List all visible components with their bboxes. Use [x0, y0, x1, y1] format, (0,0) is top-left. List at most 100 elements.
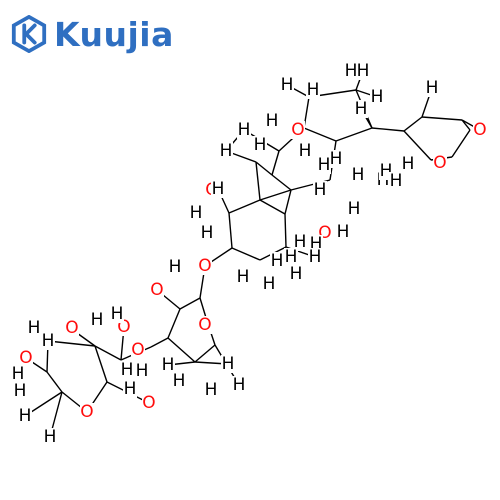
- atom-label-background: [293, 233, 307, 251]
- atom-label-background: [473, 121, 487, 139]
- hydrogen-atom-label: H: [348, 199, 361, 219]
- bond-line: [255, 161, 273, 176]
- atom-label-background: [354, 100, 368, 118]
- oxygen-atom-label: O: [80, 402, 93, 422]
- bond-line: [335, 127, 373, 142]
- atom-label-background: [298, 142, 312, 160]
- hydrogen-atom-label: H: [355, 99, 368, 119]
- bond-line: [284, 189, 292, 215]
- atom-label-background: [172, 372, 186, 390]
- bond-line: [94, 345, 122, 361]
- atom-label-background: [280, 76, 294, 94]
- bond-line: [271, 174, 292, 191]
- atom-label-background: [135, 362, 149, 380]
- atom-label-background: [150, 281, 164, 299]
- atom-label-background: [347, 200, 361, 218]
- atom-label-background: [317, 156, 331, 174]
- atom-label-background: [13, 382, 27, 400]
- bond-line: [150, 337, 169, 348]
- bond-line: [421, 116, 463, 121]
- atom-label-background: [204, 381, 218, 399]
- atom-label-background: [168, 258, 182, 276]
- atom-label-background: [219, 142, 233, 160]
- bond-line: [167, 337, 196, 363]
- bond-line: [228, 212, 233, 249]
- hydrogen-atom-label: H: [212, 179, 225, 199]
- hydrogen-atom-label: H: [281, 75, 294, 95]
- hydrogen-atom-label: H: [222, 354, 235, 374]
- hydrogen-atom-label: H: [285, 247, 298, 267]
- hydrogen-atom-label: H: [233, 375, 246, 395]
- atom-label-background: [370, 88, 384, 106]
- bond-line: [461, 119, 471, 131]
- atom-label-background: [351, 166, 365, 184]
- atom-label-background: [291, 121, 305, 139]
- hydrogen-atom-label: H: [121, 360, 134, 380]
- bond-line: [259, 189, 292, 201]
- hydrogen-atom-label: H: [44, 427, 57, 447]
- hydrogen-atom-label: H: [19, 406, 32, 426]
- atom-label-background: [11, 365, 25, 383]
- atom-label-background: [65, 319, 79, 337]
- brand-logo[interactable]: Kuujia: [10, 12, 174, 56]
- bond-line: [94, 345, 108, 383]
- oxygen-atom-label: O: [142, 393, 155, 413]
- oxygen-atom-label: O: [198, 256, 211, 276]
- hydrogen-atom-label: H: [318, 155, 331, 175]
- atom-label-background: [237, 121, 251, 139]
- atom-label-background: [232, 376, 246, 394]
- hydrogen-atom-label: H: [371, 87, 384, 107]
- atom-label-background: [253, 136, 267, 154]
- bond-line: [179, 297, 201, 310]
- atom-label-background: [344, 62, 358, 80]
- hydrogen-atom-label: H: [173, 371, 186, 391]
- atom-label-background: [284, 248, 298, 266]
- atom-labels: HHHHHHHOOOOOOOOOOOOOOHHHHHHHHHHHHHHHHHHH…: [11, 61, 487, 447]
- atom-label-background: [110, 305, 124, 323]
- bond-line: [228, 199, 261, 214]
- brand-name: Kuujia: [54, 14, 174, 54]
- hydrogen-atom-label: H: [426, 78, 439, 98]
- atom-label-background: [80, 403, 94, 421]
- hydrogen-atom-label: H: [307, 80, 320, 100]
- atom-label-background: [262, 275, 276, 293]
- hydrogen-atom-label: H: [111, 304, 124, 324]
- atom-label-background: [308, 248, 322, 266]
- atom-label-background: [27, 319, 41, 337]
- atom-label-background: [289, 265, 303, 283]
- atom-label-background: [221, 355, 235, 373]
- hydrogen-atom-label: H: [294, 232, 307, 252]
- atom-label-background: [336, 223, 350, 241]
- hydrogen-atom-label: H: [201, 223, 214, 243]
- atom-label-background: [265, 112, 279, 130]
- atom-label-background: [123, 380, 137, 398]
- hydrogen-atom-label: H: [237, 267, 250, 287]
- atom-label-background: [198, 257, 212, 275]
- oxygen-atom-label: O: [131, 340, 144, 360]
- bond-line: [231, 247, 261, 261]
- hydrogen-atom-label: H: [263, 274, 276, 294]
- atom-label-background: [401, 155, 415, 173]
- atom-label-background: [270, 252, 284, 270]
- hydrogen-atom-label: H: [390, 171, 403, 191]
- hydrogen-atom-label: H: [352, 165, 365, 185]
- atom-label-background: [43, 428, 57, 446]
- hydrogen-atom-label: H: [299, 141, 312, 161]
- atom-label-background: [211, 180, 225, 198]
- oxygen-atom-label: O: [433, 153, 446, 173]
- atom-label-background: [329, 150, 343, 168]
- atom-label-background: [313, 181, 327, 199]
- atom-label-background: [41, 332, 55, 350]
- hydrogen-atom-label: H: [14, 381, 27, 401]
- atom-label-background: [189, 204, 203, 222]
- hydrogen-atom-label: H: [402, 154, 415, 174]
- oxygen-atom-label: O: [198, 315, 211, 335]
- atom-label-background: [19, 349, 33, 367]
- hydrogen-atom-label: H: [345, 61, 358, 81]
- atom-label-background: [200, 224, 214, 242]
- atom-label-background: [131, 341, 145, 359]
- bond-line: [371, 127, 405, 132]
- oxygen-atom-label: O: [65, 318, 78, 338]
- bond-line: [46, 371, 63, 393]
